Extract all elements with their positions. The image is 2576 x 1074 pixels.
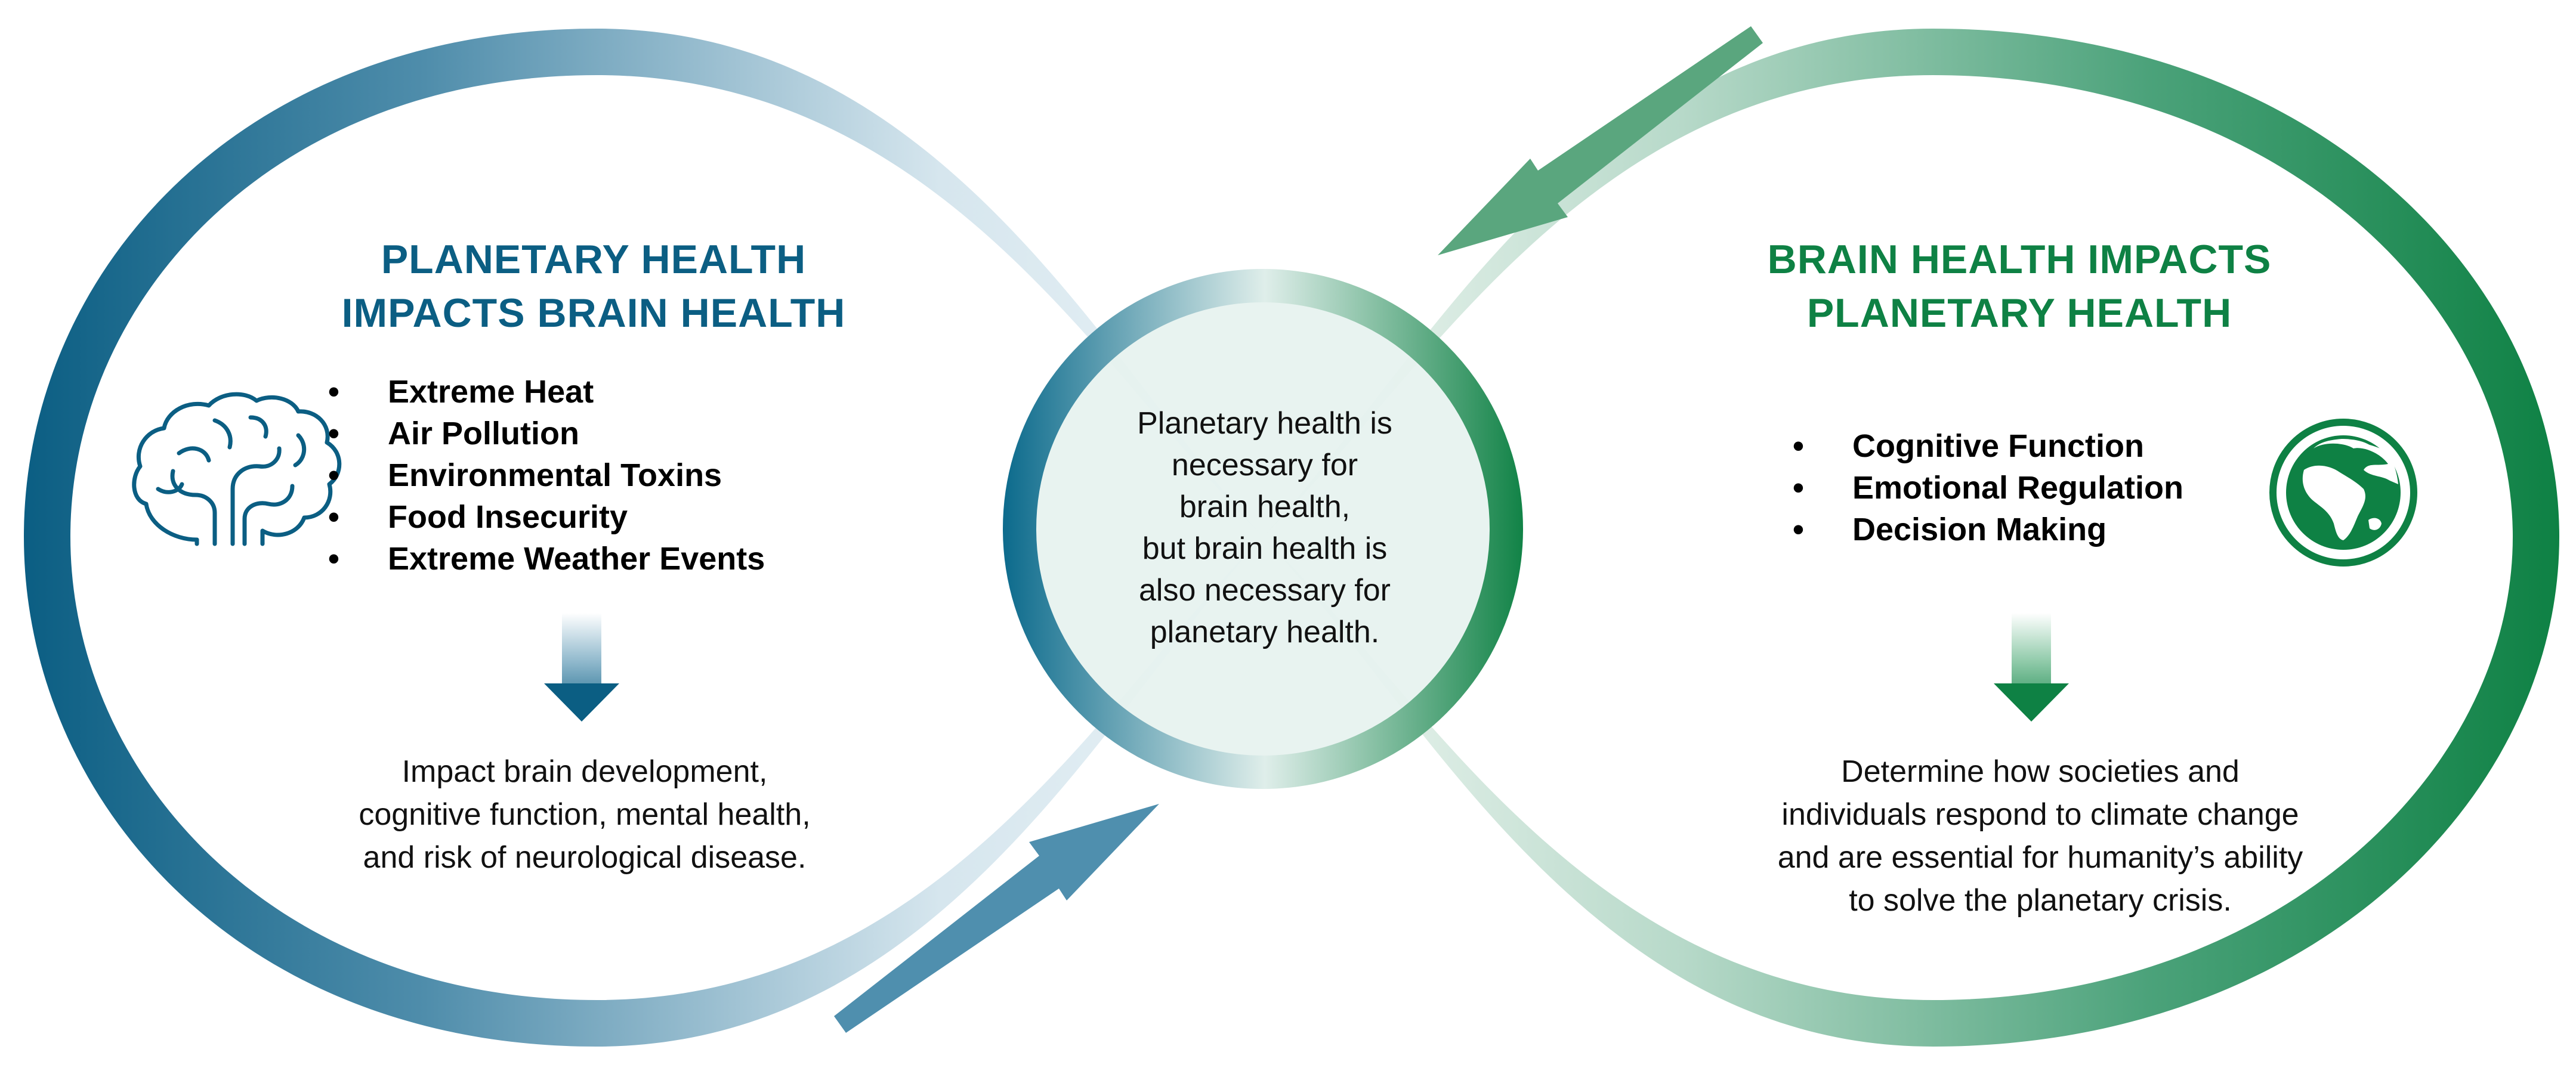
center-text: Planetary health is necessary for brain … [1014, 403, 1515, 653]
center-text-line: also necessary for [1139, 573, 1391, 608]
left-title: PLANETARY HEALTH IMPACTS BRAIN HEALTH [257, 233, 931, 340]
list-item: Decision Making [1793, 509, 2183, 550]
lower-blue-arrow [834, 804, 1159, 1033]
right-outcome-text: Determine how societies and individuals … [1688, 750, 2392, 922]
center-text-line: brain health, [1179, 490, 1351, 524]
left-outcome-line: and risk of neurological disease. [363, 840, 807, 875]
right-title-line: PLANETARY HEALTH [1806, 290, 2232, 336]
center-circle [1020, 286, 1506, 772]
center-text-line: Planetary health is [1137, 406, 1392, 441]
center-text-line: planetary health. [1150, 615, 1380, 649]
left-outcome-line: Impact brain development, [401, 754, 768, 789]
center-text-line: necessary for [1171, 448, 1358, 482]
left-bullet-list: Extreme Heat Air Pollution Environmental… [328, 371, 765, 580]
right-outcome-line: individuals respond to climate change [1781, 797, 2299, 832]
list-item: Extreme Heat [328, 371, 765, 413]
list-item: Extreme Weather Events [328, 538, 765, 580]
center-text-line: but brain health is [1142, 531, 1388, 566]
list-item: Emotional Regulation [1793, 467, 2183, 509]
right-outcome-line: and are essential for humanity’s ability [1777, 840, 2303, 875]
left-outcome-line: cognitive function, mental health, [359, 797, 811, 832]
list-item: Environmental Toxins [328, 454, 765, 496]
left-down-arrow [544, 613, 619, 722]
right-title-line: BRAIN HEALTH IMPACTS [1767, 237, 2272, 282]
list-item: Air Pollution [328, 413, 765, 454]
globe-icon [2269, 419, 2417, 567]
list-item: Food Insecurity [328, 496, 765, 538]
left-title-line: IMPACTS BRAIN HEALTH [341, 290, 846, 336]
list-item: Cognitive Function [1793, 425, 2183, 467]
left-outcome-text: Impact brain development, cognitive func… [286, 750, 883, 879]
right-title: BRAIN HEALTH IMPACTS PLANETARY HEALTH [1676, 233, 2362, 340]
right-outcome-line: Determine how societies and [1841, 754, 2240, 789]
upper-green-arrow [1438, 26, 1763, 255]
left-title-line: PLANETARY HEALTH [381, 237, 807, 282]
right-bullet-list: Cognitive Function Emotional Regulation … [1793, 425, 2183, 550]
brain-icon [132, 392, 342, 546]
right-down-arrow [1994, 613, 2069, 722]
center-ring [1003, 269, 1523, 789]
right-outcome-line: to solve the planetary crisis. [1849, 883, 2232, 918]
